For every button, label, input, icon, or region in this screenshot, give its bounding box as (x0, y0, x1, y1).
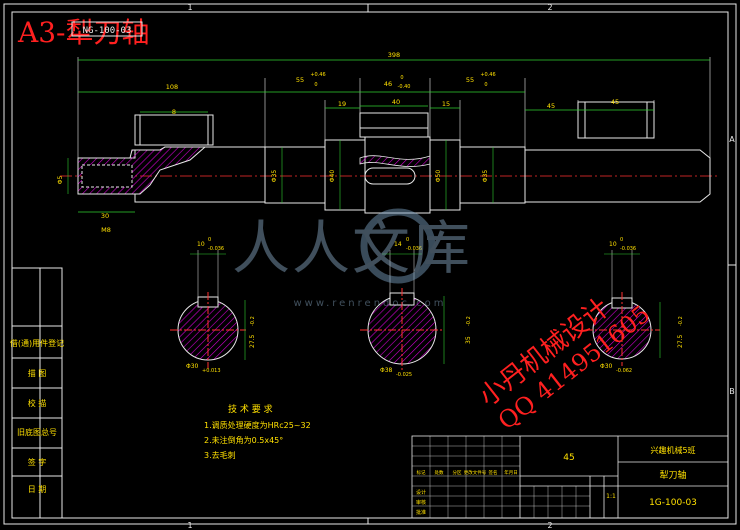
sec1-width-tol-up: 0 (208, 237, 211, 243)
side-record-table (11, 267, 63, 519)
grid-top-1: 1 (187, 3, 192, 12)
sec2-width-tol-dn: -0.036 (406, 246, 422, 252)
dim-seg-c-tol-dn: 0 (484, 82, 487, 88)
note-1: 1.调质处理硬度为HRc25~32 (204, 420, 311, 430)
side-label-0: 借(通)用件登记 (10, 338, 64, 348)
sec3-depth: 27.5 (677, 334, 684, 348)
tb-approve: 批准 (416, 509, 426, 516)
watermark-logo: 人人文库 www.renrendoc.com (232, 208, 472, 309)
side-label-4: 签 字 (28, 457, 47, 467)
tb-hdr-5: 年月日 (504, 469, 518, 476)
sec2-depth-tol: -0.2 (466, 316, 472, 326)
dim-bore-len: 30 (101, 212, 109, 220)
watermark-site: 人人文库 (232, 214, 472, 282)
drawing-no-box (71, 21, 143, 37)
dim-seg-a: 55 (296, 76, 304, 84)
tb-hdr-4: 签名 (489, 469, 498, 476)
tb-hdr-1: 处数 (435, 469, 444, 476)
side-label-5: 日 期 (28, 485, 47, 494)
drawing-no-top: NG-100-03 (83, 26, 132, 36)
dim-bore-note: M8 (101, 226, 111, 234)
dim-dia-2: Φ40 (329, 170, 336, 183)
tb-school: 兴趣机械5班 (650, 445, 695, 455)
tb-scale: 1:1 (606, 493, 616, 500)
dim-seg-b-tol-dn: -0.40 (398, 84, 411, 90)
grid-side-b: B (729, 387, 735, 396)
dim-overall: 398 (388, 51, 400, 59)
grid-bottom-1: 1 (187, 521, 192, 530)
dim-seg-c-tol-up: +0.46 (480, 72, 495, 78)
sec1-dia: Φ30 (186, 363, 199, 370)
dim-seg-c: 55 (466, 76, 474, 84)
dim-bore-dia: Φ5 (57, 176, 64, 185)
sec3-width-tol-up: 0 (620, 237, 623, 243)
sec2-dia-tol: -0.025 (396, 372, 412, 378)
dim-dia-3: Φ50 (435, 170, 442, 183)
notes-heading: 技 术 要 求 (228, 403, 273, 415)
sec1-width: 10 (197, 241, 205, 248)
sec2-width: 14 (394, 241, 402, 248)
tb-material: 45 (563, 453, 574, 463)
sec1-depth: 27.5 (249, 334, 256, 348)
dim-seg-a-tol-up: +0.46 (310, 72, 325, 78)
technical-notes: 技 术 要 求 1.调质处理硬度为HRc25~32 2.未注倒角为0.5x45°… (204, 403, 311, 460)
sec3-dia-tol: -0.062 (616, 368, 632, 374)
title-block (411, 435, 729, 519)
side-label-2: 校 描 (28, 398, 47, 408)
dim-gap1: 19 (338, 100, 346, 108)
tb-check: 审核 (416, 499, 426, 506)
tb-hdr-0: 标记 (417, 469, 426, 476)
dim-dia-4: Φ35 (482, 170, 489, 183)
sec3-width-tol-dn: -0.036 (620, 246, 636, 252)
section-view-1 (170, 250, 246, 368)
dim-right-gap: 45 (547, 102, 555, 110)
grid-side-a: A (729, 135, 735, 144)
sec3-depth-tol: -0.2 (678, 316, 684, 326)
sheet-border (3, 3, 737, 525)
note-2: 2.未注倒角为0.5x45° (204, 435, 283, 445)
sec3-dia: Φ30 (600, 363, 613, 370)
dim-seg-b-tol-up: 0 (400, 75, 403, 81)
side-label-1: 描 图 (28, 368, 47, 378)
tb-drawing-no: 1G-100-03 (649, 498, 697, 508)
sec1-dia-tol: +0.013 (202, 368, 221, 374)
dim-seg-left: 108 (166, 83, 178, 91)
note-3: 3.去毛刺 (204, 450, 236, 460)
sec3-width: 10 (609, 241, 617, 248)
dim-right-key: 45 (611, 98, 619, 106)
tb-part-name: 犁刀轴 (659, 469, 686, 481)
sec2-depth: 35 (465, 336, 472, 344)
grid-top-2: 2 (547, 3, 552, 12)
grid-bottom-2: 2 (547, 521, 552, 530)
dim-gap2: 15 (442, 100, 450, 108)
sec1-depth-tol: -0.2 (250, 316, 256, 326)
section-view-2 (360, 250, 445, 372)
tb-hdr-3: 更改文件号 (464, 469, 487, 476)
tb-hdr-2: 分区 (453, 469, 462, 476)
dim-dia-1: Φ35 (271, 170, 278, 183)
dim-seg-b: 46 (384, 80, 392, 88)
sec2-width-tol-up: 0 (406, 237, 409, 243)
watermark-url: www.renrendoc.com (293, 298, 446, 309)
dim-keyway: 40 (392, 98, 400, 106)
sec1-width-tol-dn: -0.036 (208, 246, 224, 252)
dim-left-key: 8 (172, 108, 176, 116)
section-view-3 (585, 250, 661, 366)
tb-designer: 设计 (416, 489, 426, 496)
sec2-dia: Φ38 (380, 367, 393, 374)
side-label-3: 旧底图总号 (17, 427, 57, 437)
dim-seg-a-tol-dn: 0 (314, 82, 317, 88)
